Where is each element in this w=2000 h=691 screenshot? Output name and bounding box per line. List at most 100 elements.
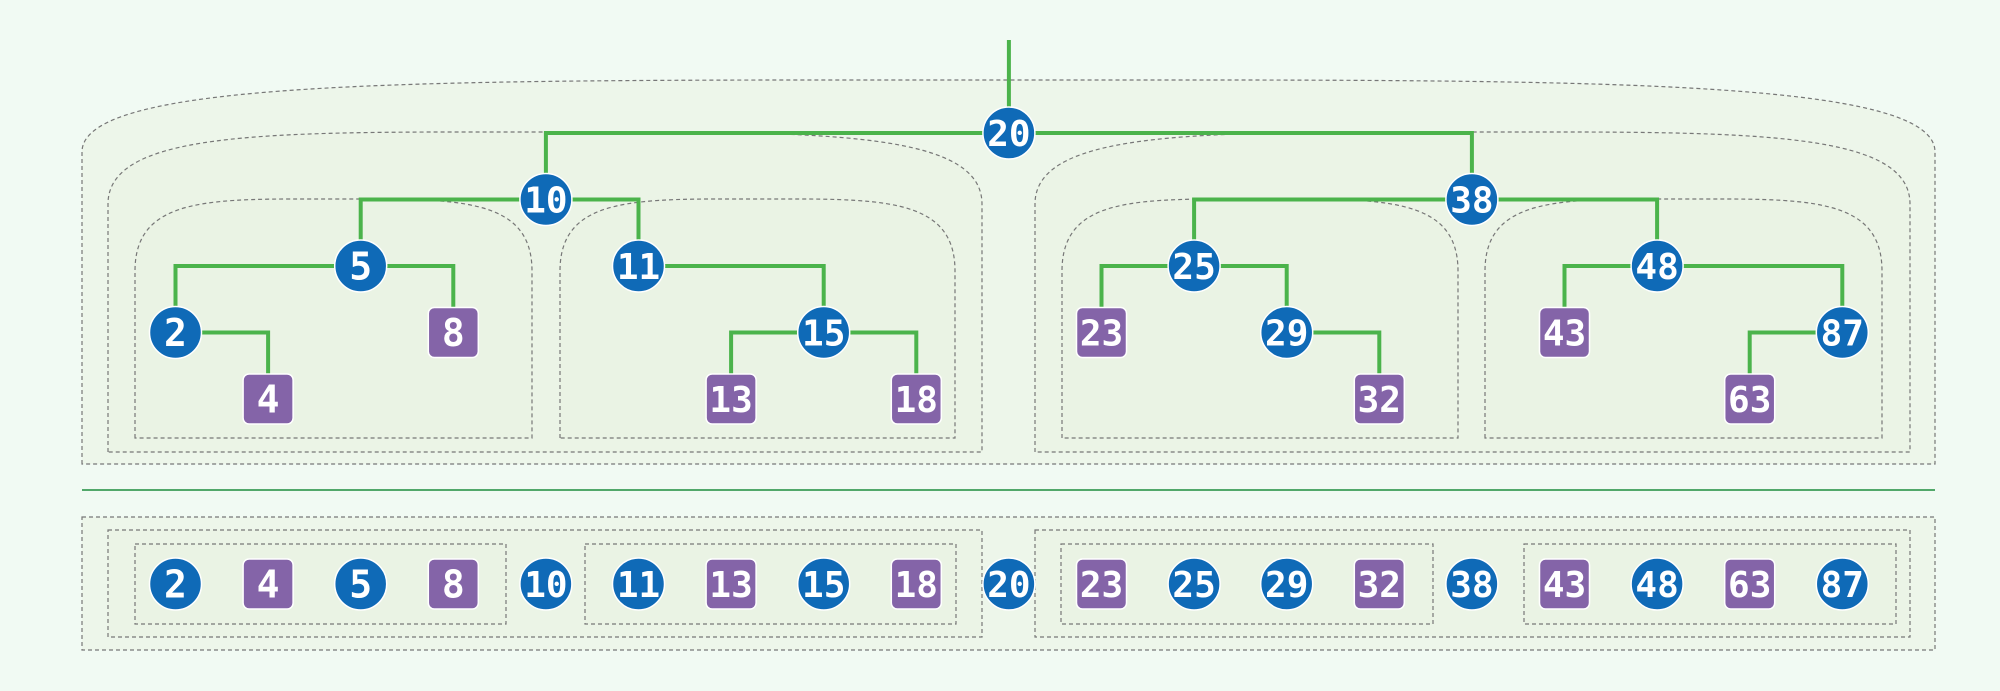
node-circle [519, 557, 573, 611]
node-label: 23 [1080, 313, 1123, 354]
tree-node: 43 [1538, 306, 1591, 359]
node-label: 32 [1358, 380, 1401, 421]
sequence-node: 63 [1723, 558, 1776, 610]
node-label: 5 [349, 563, 372, 607]
node-label: 43 [1543, 565, 1586, 606]
node-circle [1445, 172, 1499, 227]
sequence-node: 10 [519, 557, 573, 611]
node-circle [519, 172, 573, 227]
sequence-node: 29 [1259, 557, 1314, 611]
node-square [890, 373, 943, 425]
node-square [1538, 306, 1591, 359]
node-square [1353, 373, 1406, 425]
node-label: 87 [1821, 313, 1864, 354]
node-circle [611, 239, 666, 293]
tree-node: 32 [1353, 373, 1406, 425]
node-circle [982, 106, 1036, 160]
node-circle [1167, 239, 1221, 293]
node-circle [982, 557, 1036, 611]
node-label: 13 [709, 380, 752, 421]
node-label: 5 [349, 245, 372, 289]
sequence-node: 43 [1538, 558, 1591, 610]
node-square [1538, 558, 1591, 610]
node-circle [1815, 557, 1870, 611]
node-label: 11 [617, 565, 660, 606]
sequence-node: 18 [890, 558, 943, 610]
tree-node: 15 [796, 305, 851, 360]
tree-node: 8 [427, 306, 480, 359]
node-square [705, 373, 757, 425]
sequence-nodes: 2 4 5 8 10 11 13 15 18 20 23 25 29 32 38 43 48 63 87 [148, 557, 1870, 611]
sequence-node: 32 [1353, 558, 1406, 610]
node-circle [333, 557, 388, 611]
node-label: 38 [1450, 565, 1493, 606]
node-label: 87 [1821, 565, 1864, 606]
node-square [890, 558, 943, 610]
node-label: 20 [987, 114, 1030, 155]
node-label: 18 [895, 380, 938, 421]
node-square [1353, 558, 1406, 610]
node-label: 32 [1358, 565, 1401, 606]
tree-node: 4 [242, 373, 294, 425]
node-square [242, 558, 294, 610]
node-square [1723, 558, 1776, 610]
node-label: 8 [442, 563, 465, 607]
node-label: 63 [1728, 380, 1771, 421]
tree-nodes: 20 10 38 5 11 25 48 2 8 15 23 29 43 87 4 13 18 32 63 [148, 106, 1870, 425]
tree-node: 25 [1167, 239, 1221, 293]
tree-node: 11 [611, 239, 666, 293]
node-label: 2 [164, 563, 187, 607]
node-square [705, 558, 757, 610]
sequence-node: 23 [1075, 558, 1128, 610]
node-label: 23 [1080, 565, 1123, 606]
node-label: 10 [524, 565, 567, 606]
node-label: 25 [1172, 565, 1215, 606]
node-circle [148, 557, 203, 611]
node-label: 8 [442, 311, 465, 355]
sequence-node: 15 [796, 557, 851, 611]
sequence-node: 4 [242, 558, 294, 610]
node-label: 25 [1172, 247, 1215, 288]
node-circle [1259, 305, 1314, 360]
node-label: 20 [987, 565, 1030, 606]
sequence-node: 13 [705, 558, 757, 610]
node-label: 4 [257, 563, 280, 607]
node-label: 29 [1265, 313, 1308, 354]
tree-node: 23 [1075, 306, 1128, 359]
sequence-node: 2 [148, 557, 203, 611]
node-circle [1815, 305, 1870, 360]
node-label: 63 [1728, 565, 1771, 606]
sequence-node: 5 [333, 557, 388, 611]
sequence-node: 38 [1445, 557, 1499, 611]
node-label: 18 [895, 565, 938, 606]
node-label: 38 [1450, 180, 1493, 221]
region-left-left [134, 198, 533, 439]
tree-node: 29 [1259, 305, 1314, 360]
tree-node: 38 [1445, 172, 1499, 227]
node-circle [1630, 557, 1684, 611]
node-label: 10 [524, 180, 567, 221]
tree-node: 20 [982, 106, 1036, 160]
node-circle [148, 305, 203, 360]
tree-node: 2 [148, 305, 203, 360]
sequence-node: 87 [1815, 557, 1870, 611]
node-circle [1167, 557, 1221, 611]
node-label: 48 [1635, 247, 1678, 288]
tree-node: 18 [890, 373, 943, 425]
node-square [427, 306, 480, 359]
node-square [427, 558, 480, 610]
region-right-right [1484, 198, 1883, 439]
node-label: 43 [1543, 313, 1586, 354]
tree-node: 5 [333, 239, 388, 293]
node-label: 2 [164, 311, 187, 355]
node-square [1075, 306, 1128, 359]
node-label: 15 [802, 313, 845, 354]
tree-node: 87 [1815, 305, 1870, 360]
tree-node: 10 [519, 172, 573, 227]
node-circle [1445, 557, 1499, 611]
node-circle [611, 557, 666, 611]
sequence-node: 48 [1630, 557, 1684, 611]
node-circle [796, 305, 851, 360]
